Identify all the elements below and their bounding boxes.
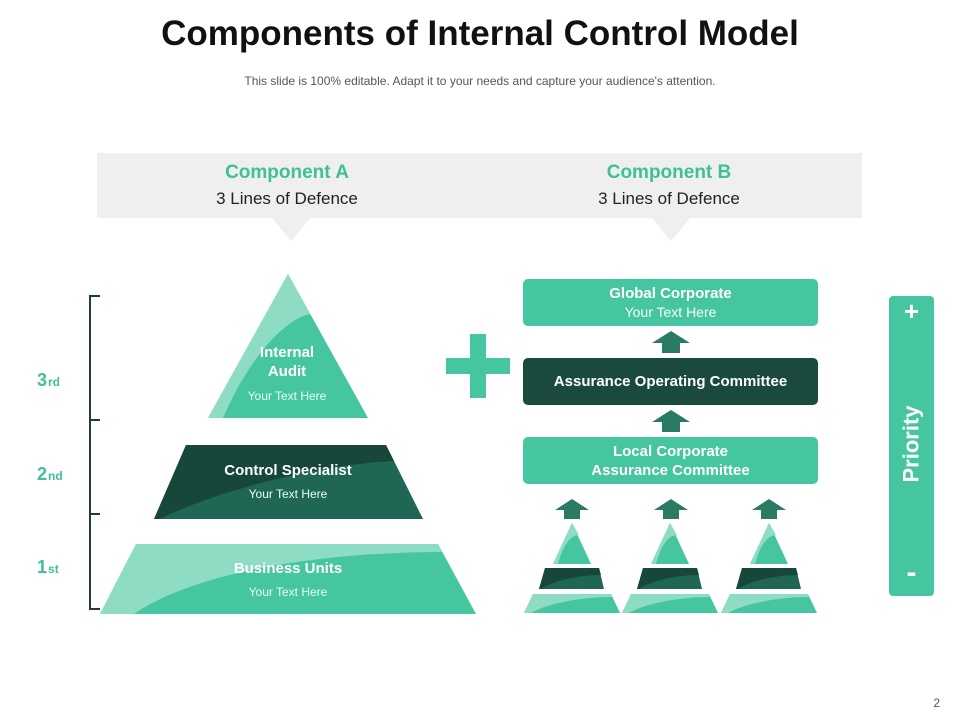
- component-header-panel: [97, 153, 862, 218]
- tier-2-number: 2: [37, 464, 48, 484]
- business-units-text: Your Text Here: [248, 585, 328, 599]
- tier-1st-label: 1st: [37, 557, 59, 578]
- component-a: Component A 3 Lines of Defence: [137, 162, 437, 209]
- business-units-title: Business Units: [233, 560, 343, 577]
- component-a-title: Component A: [225, 162, 349, 183]
- pointer-component-a: [271, 217, 311, 241]
- tier-3-number: 3: [37, 370, 48, 390]
- mini-pyramid-3: [721, 523, 817, 613]
- tier-1-suffix: st: [48, 562, 59, 576]
- panel-pointers: [271, 217, 691, 241]
- global-corporate-box: Global Corporate Your Text Here: [523, 279, 818, 326]
- defence-pyramid: [100, 274, 476, 614]
- local-corporate-box: Local Corporate Assurance Committee: [523, 437, 818, 484]
- arrow-up-icon: [654, 499, 688, 519]
- mini-pyramid-1: [524, 523, 620, 613]
- local-corporate-line2: Assurance Committee: [591, 461, 750, 479]
- local-corporate-line1: Local Corporate: [612, 442, 729, 460]
- tier-1-number: 1: [37, 557, 48, 577]
- page-title: Components of Internal Control Model: [161, 14, 799, 53]
- control-specialist-title: Control Specialist: [224, 462, 352, 479]
- tier-3-suffix: rd: [48, 375, 61, 389]
- pyramid-bottom-text: Business Units Your Text Here: [188, 560, 388, 599]
- component-b: Component B 3 Lines of Defence: [519, 162, 819, 209]
- pyramid-bottom-highlight: [100, 544, 442, 614]
- page-number: 2: [933, 696, 940, 710]
- arrow-up-icon: [652, 410, 690, 432]
- component-a-subtitle: 3 Lines of Defence: [216, 189, 358, 208]
- component-b-title: Component B: [606, 162, 732, 183]
- priority-minus-icon: -: [906, 556, 917, 589]
- control-specialist-text: Your Text Here: [248, 487, 328, 501]
- arrow-up-icon: [752, 499, 786, 519]
- global-corporate-text: Your Text Here: [624, 304, 717, 320]
- mini-pyramid-2: [622, 523, 718, 613]
- pointer-component-b: [651, 217, 691, 241]
- internal-audit-text: Your Text Here: [247, 389, 327, 403]
- pyramid-top-text: Internal Audit Your Text Here: [227, 343, 347, 403]
- pyramid-middle-text: Control Specialist Your Text Here: [188, 462, 388, 501]
- pyramid-top-highlight: [208, 274, 310, 418]
- tier-bracket: [89, 295, 100, 610]
- priority-bar: [889, 296, 934, 596]
- pyramid-top: [208, 274, 368, 418]
- tier-3rd-label: 3rd: [37, 370, 60, 391]
- tier-2nd-label: 2nd: [37, 464, 63, 485]
- internal-audit-line2: Audit: [267, 363, 307, 380]
- component-b-subtitle: 3 Lines of Defence: [598, 189, 740, 208]
- assurance-committee-title: Assurance Operating Committee: [553, 373, 788, 390]
- arrow-up-icon: [555, 499, 589, 519]
- tier-2-suffix: nd: [48, 469, 63, 483]
- priority-plus-icon: +: [903, 296, 920, 326]
- arrow-up-icon: [652, 331, 690, 353]
- priority-label: Priority: [898, 405, 924, 483]
- pyramid-middle-shade: [154, 445, 394, 519]
- plus-icon: [446, 334, 510, 398]
- page-subtitle: This slide is 100% editable. Adapt it to…: [244, 74, 716, 88]
- global-corporate-title: Global Corporate: [609, 285, 732, 302]
- internal-audit-line1: Internal: [259, 344, 315, 361]
- assurance-committee-box: Assurance Operating Committee: [523, 358, 818, 405]
